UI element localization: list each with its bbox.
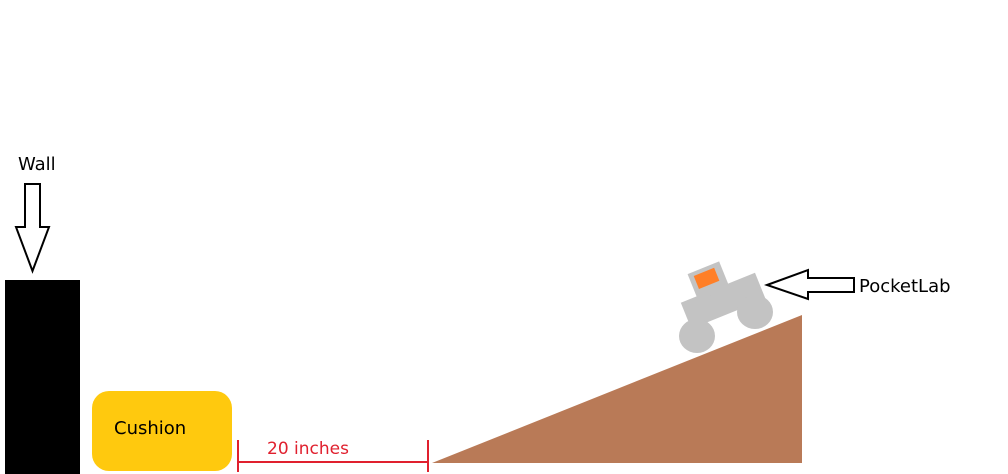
cushion-block: [92, 391, 232, 471]
pocketlab-sensor: [693, 267, 720, 289]
cushion-label: Cushion: [114, 418, 187, 439]
cart-wheel-rear: [679, 319, 715, 353]
ramp: [432, 315, 802, 463]
cart-wheel-front: [737, 295, 773, 329]
wall-label: Wall: [18, 154, 56, 175]
distance-label: 20 inches: [267, 439, 349, 459]
distance-measure: [237, 440, 429, 472]
pocketlab-cart: [679, 261, 773, 353]
wall-block: [5, 280, 80, 474]
arrow-left-icon: [764, 268, 855, 301]
cart-body: [680, 272, 766, 329]
arrow-down-icon: [14, 183, 51, 274]
pocketlab-label: PocketLab: [859, 276, 951, 297]
